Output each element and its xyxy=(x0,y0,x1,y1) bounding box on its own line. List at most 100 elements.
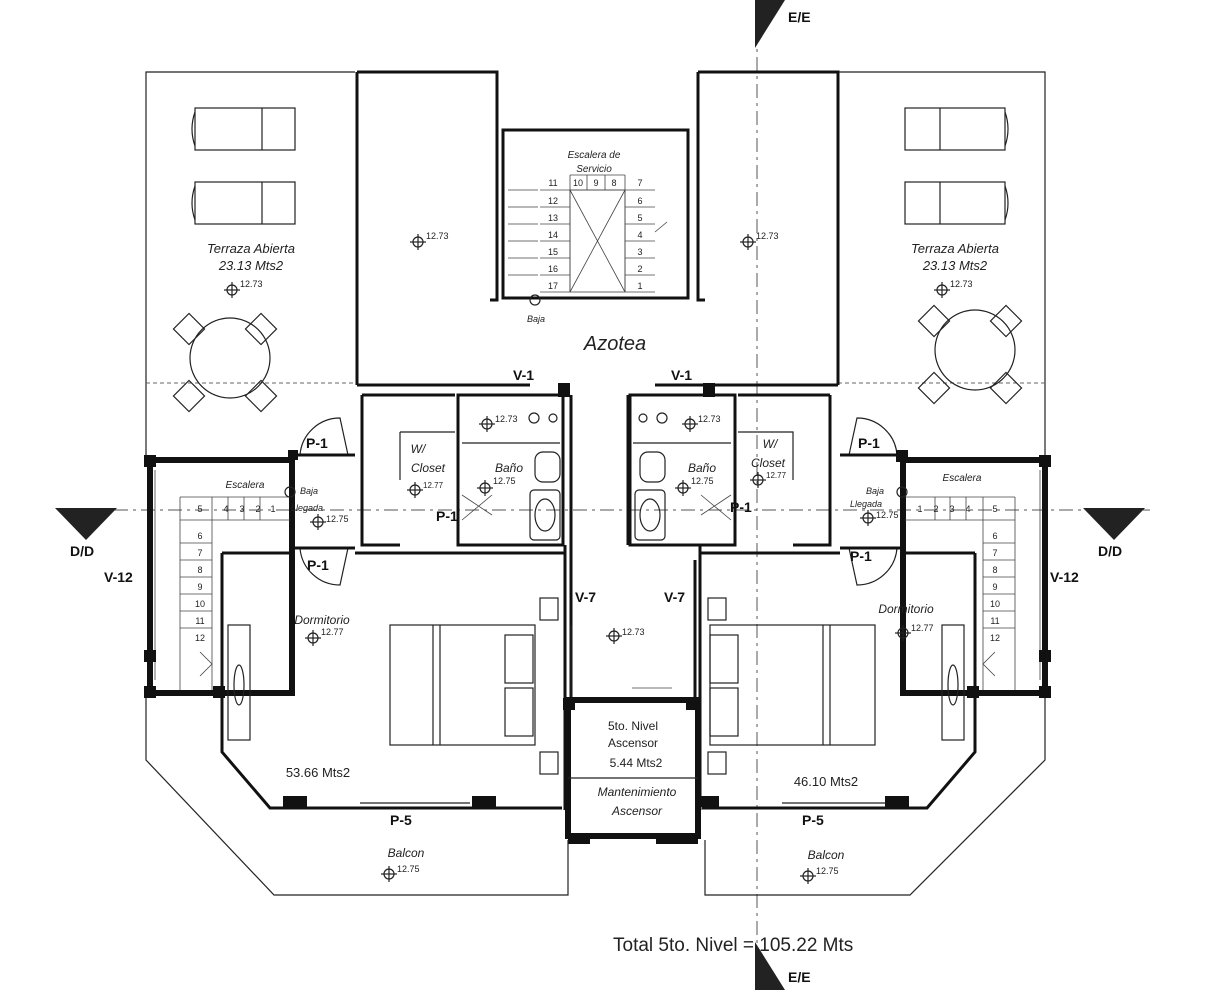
svg-text:12.75: 12.75 xyxy=(876,510,899,520)
svg-text:7: 7 xyxy=(637,178,642,188)
svg-text:10: 10 xyxy=(573,178,583,188)
stair-left: Escalera 5 4 3 2 1 6 7 8 9 10 11 12 Baja… xyxy=(147,457,349,696)
section-marker-dd-left: D/D xyxy=(55,508,117,559)
svg-text:12.73: 12.73 xyxy=(426,231,449,241)
svg-text:2: 2 xyxy=(255,504,260,514)
svg-text:16: 16 xyxy=(548,264,558,274)
door-p1-right-bottom: P-1 xyxy=(848,547,898,586)
svg-text:23.13 Mts2: 23.13 Mts2 xyxy=(922,258,988,273)
svg-text:10: 10 xyxy=(990,599,1000,609)
svg-text:E/E: E/E xyxy=(788,9,811,25)
svg-text:6: 6 xyxy=(992,531,997,541)
bath-left: Baño 12.75 12.73 xyxy=(456,393,565,547)
window-label-v1-right: V-1 xyxy=(671,367,692,383)
level-marker: 12.77 xyxy=(895,623,934,641)
svg-text:8: 8 xyxy=(992,565,997,575)
closet-left: W/ Closet 12.77 P-1 xyxy=(360,393,458,547)
level-marker: 12.77 xyxy=(407,481,444,498)
level-marker: 12.73 xyxy=(934,279,973,298)
svg-text:8: 8 xyxy=(611,178,616,188)
svg-text:1: 1 xyxy=(917,504,922,514)
svg-text:11: 11 xyxy=(195,616,204,626)
svg-text:9: 9 xyxy=(992,582,997,592)
svg-text:12.77: 12.77 xyxy=(321,627,344,637)
svg-text:4: 4 xyxy=(637,230,642,240)
svg-text:Balcon: Balcon xyxy=(388,846,425,860)
level-marker: 12.73 xyxy=(682,414,721,432)
svg-text:Balcon: Balcon xyxy=(808,848,845,862)
window-label-v12-left: V-12 xyxy=(104,569,133,585)
svg-text:17: 17 xyxy=(548,281,558,291)
svg-text:P-1: P-1 xyxy=(850,548,872,564)
level-marker: 12.75 xyxy=(381,864,420,882)
svg-text:2: 2 xyxy=(933,504,938,514)
bedroom-right: Dormitorio 12.77 46.10 Mts2 xyxy=(698,545,977,810)
azotea-label: Azotea xyxy=(583,333,646,355)
svg-text:W/: W/ xyxy=(763,437,779,451)
svg-text:4: 4 xyxy=(223,504,228,514)
level-marker: 12.75 xyxy=(860,510,899,526)
svg-text:12.73: 12.73 xyxy=(698,414,721,424)
level-marker: 12.73 xyxy=(606,627,645,644)
section-marker-ee-top: E/E xyxy=(755,0,811,48)
svg-text:Terraza Abierta: Terraza Abierta xyxy=(207,241,295,256)
azotea-area: Azotea 12.73 12.73 xyxy=(355,70,840,387)
svg-text:Baja: Baja xyxy=(866,486,884,496)
svg-text:Dormitorio: Dormitorio xyxy=(878,602,934,616)
svg-text:46.10 Mts2: 46.10 Mts2 xyxy=(794,774,858,789)
bath-right: Baño 12.75 12.73 xyxy=(628,393,737,547)
door-p1-right-top: P-1 xyxy=(848,417,898,456)
svg-text:12.73: 12.73 xyxy=(756,231,779,241)
svg-text:12.75: 12.75 xyxy=(397,864,420,874)
svg-text:Baja: Baja xyxy=(300,486,318,496)
svg-text:5: 5 xyxy=(992,504,997,514)
svg-text:E/E: E/E xyxy=(788,969,811,985)
elevator: 5to. Nivel Ascensor 5.44 Mts2 Mantenimie… xyxy=(565,697,701,839)
svg-text:9: 9 xyxy=(197,582,202,592)
svg-text:P-1: P-1 xyxy=(436,508,458,524)
svg-text:12.73: 12.73 xyxy=(622,627,645,637)
level-marker: 12.75 xyxy=(800,866,839,884)
svg-text:Ascensor: Ascensor xyxy=(608,736,658,750)
balcony-right: P-5 Balcon 12.75 xyxy=(704,693,1046,896)
svg-text:Baño: Baño xyxy=(688,461,716,475)
central-hall: V-7 V-7 12.73 xyxy=(569,395,697,700)
svg-text:Servicio: Servicio xyxy=(576,164,612,175)
svg-text:Llegada: Llegada xyxy=(850,499,882,509)
columns xyxy=(144,383,1051,710)
level-marker: 12.73 xyxy=(224,279,263,298)
stair-right: Escalera 1 2 3 4 5 6 7 8 9 10 11 12 Baja… xyxy=(850,457,1048,696)
service-stair: Escalera de Servicio 11 12 13 14 15 xyxy=(501,128,690,324)
svg-text:5: 5 xyxy=(197,504,202,514)
svg-text:11: 11 xyxy=(990,616,999,626)
svg-text:6: 6 xyxy=(197,531,202,541)
window-label-v12-right: V-12 xyxy=(1050,569,1079,585)
svg-text:15: 15 xyxy=(548,247,558,257)
svg-text:P-5: P-5 xyxy=(390,812,412,828)
svg-text:12.73: 12.73 xyxy=(950,279,973,289)
svg-text:Closet: Closet xyxy=(751,456,786,470)
closet-right: W/ Closet 12.77 P-1 xyxy=(730,393,832,547)
svg-text:12.77: 12.77 xyxy=(766,471,787,480)
svg-text:5.44 Mts2: 5.44 Mts2 xyxy=(610,756,663,770)
svg-text:12.75: 12.75 xyxy=(816,866,839,876)
svg-text:12: 12 xyxy=(990,633,1000,643)
svg-text:12.75: 12.75 xyxy=(326,514,349,524)
svg-text:5: 5 xyxy=(637,213,642,223)
level-marker: 12.75 xyxy=(310,514,349,530)
svg-text:11: 11 xyxy=(548,178,557,188)
door-p1-left-bottom: P-1 xyxy=(299,547,349,586)
svg-text:4: 4 xyxy=(965,504,970,514)
svg-text:D/D: D/D xyxy=(1098,543,1122,559)
level-marker: 12.75 xyxy=(675,476,714,496)
svg-text:5to. Nivel: 5to. Nivel xyxy=(608,719,658,733)
svg-text:Closet: Closet xyxy=(411,461,446,475)
terrace-left: Terraza Abierta 23.13 Mts2 12.73 xyxy=(145,71,355,455)
svg-text:V-7: V-7 xyxy=(575,589,596,605)
svg-text:8: 8 xyxy=(197,565,202,575)
door-p1-left-top: P-1 xyxy=(299,417,349,456)
svg-text:3: 3 xyxy=(637,247,642,257)
svg-text:14: 14 xyxy=(548,230,558,240)
window-label-v1-left: V-1 xyxy=(513,367,534,383)
